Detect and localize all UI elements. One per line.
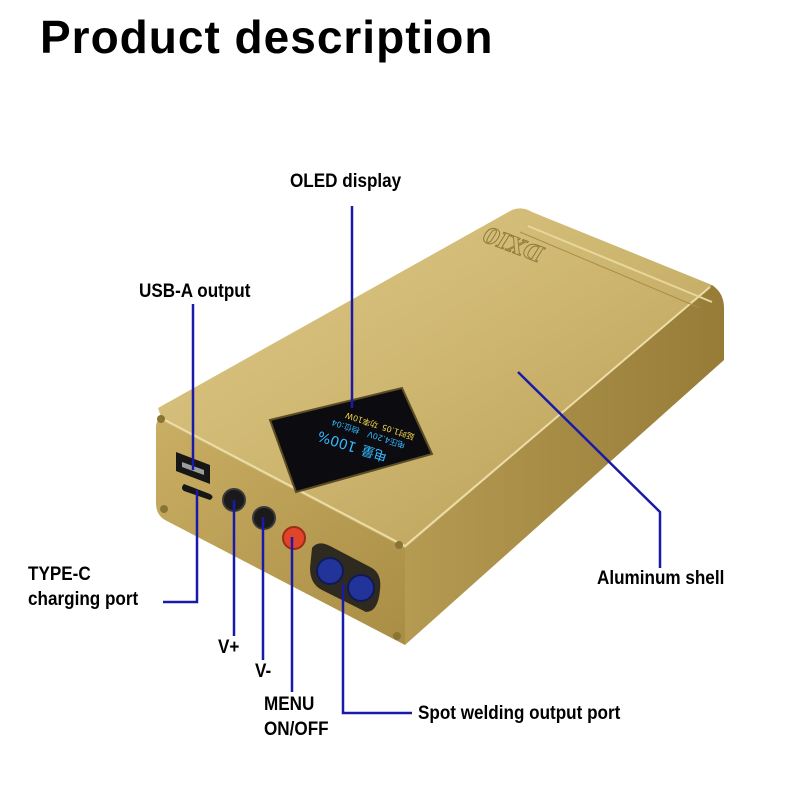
shell-groove-line (527, 225, 713, 303)
screw (393, 632, 401, 640)
menu-on-off-button[interactable] (282, 526, 306, 550)
screw (395, 541, 403, 549)
label-aluminum-shell: Aluminum shell (597, 568, 725, 589)
label-usb-a-output: USB-A output (139, 281, 251, 302)
shell-edge-highlight (164, 286, 711, 548)
label-v-minus: V- (255, 661, 272, 682)
shell-groove-line-2 (519, 231, 701, 309)
leader-lines (163, 206, 662, 715)
page-title: Product description (40, 11, 494, 63)
screw (160, 505, 168, 513)
output-terminal-positive[interactable] (316, 557, 344, 585)
label-oled-display: OLED display (290, 171, 402, 192)
leader-shell (517, 371, 662, 568)
label-type-c-line1: TYPE-C (28, 564, 91, 585)
output-terminal-negative[interactable] (347, 574, 375, 602)
label-type-c-line2: charging port (28, 589, 139, 610)
leader-type-c (163, 490, 199, 604)
label-spot-welding-port: Spot welding output port (418, 703, 621, 724)
label-menu-line1: MENU (264, 694, 315, 715)
aluminum-shell-side (405, 285, 724, 645)
label-menu-line2: ON/OFF (264, 719, 329, 740)
leader-spot (341, 583, 412, 715)
oled-display: 电量 100% 电压4.20V 档位:04 延时1.05 功率10W (268, 386, 434, 494)
label-v-plus: V+ (218, 637, 240, 658)
oled-screen-bezel (268, 386, 434, 494)
screw (157, 415, 165, 423)
